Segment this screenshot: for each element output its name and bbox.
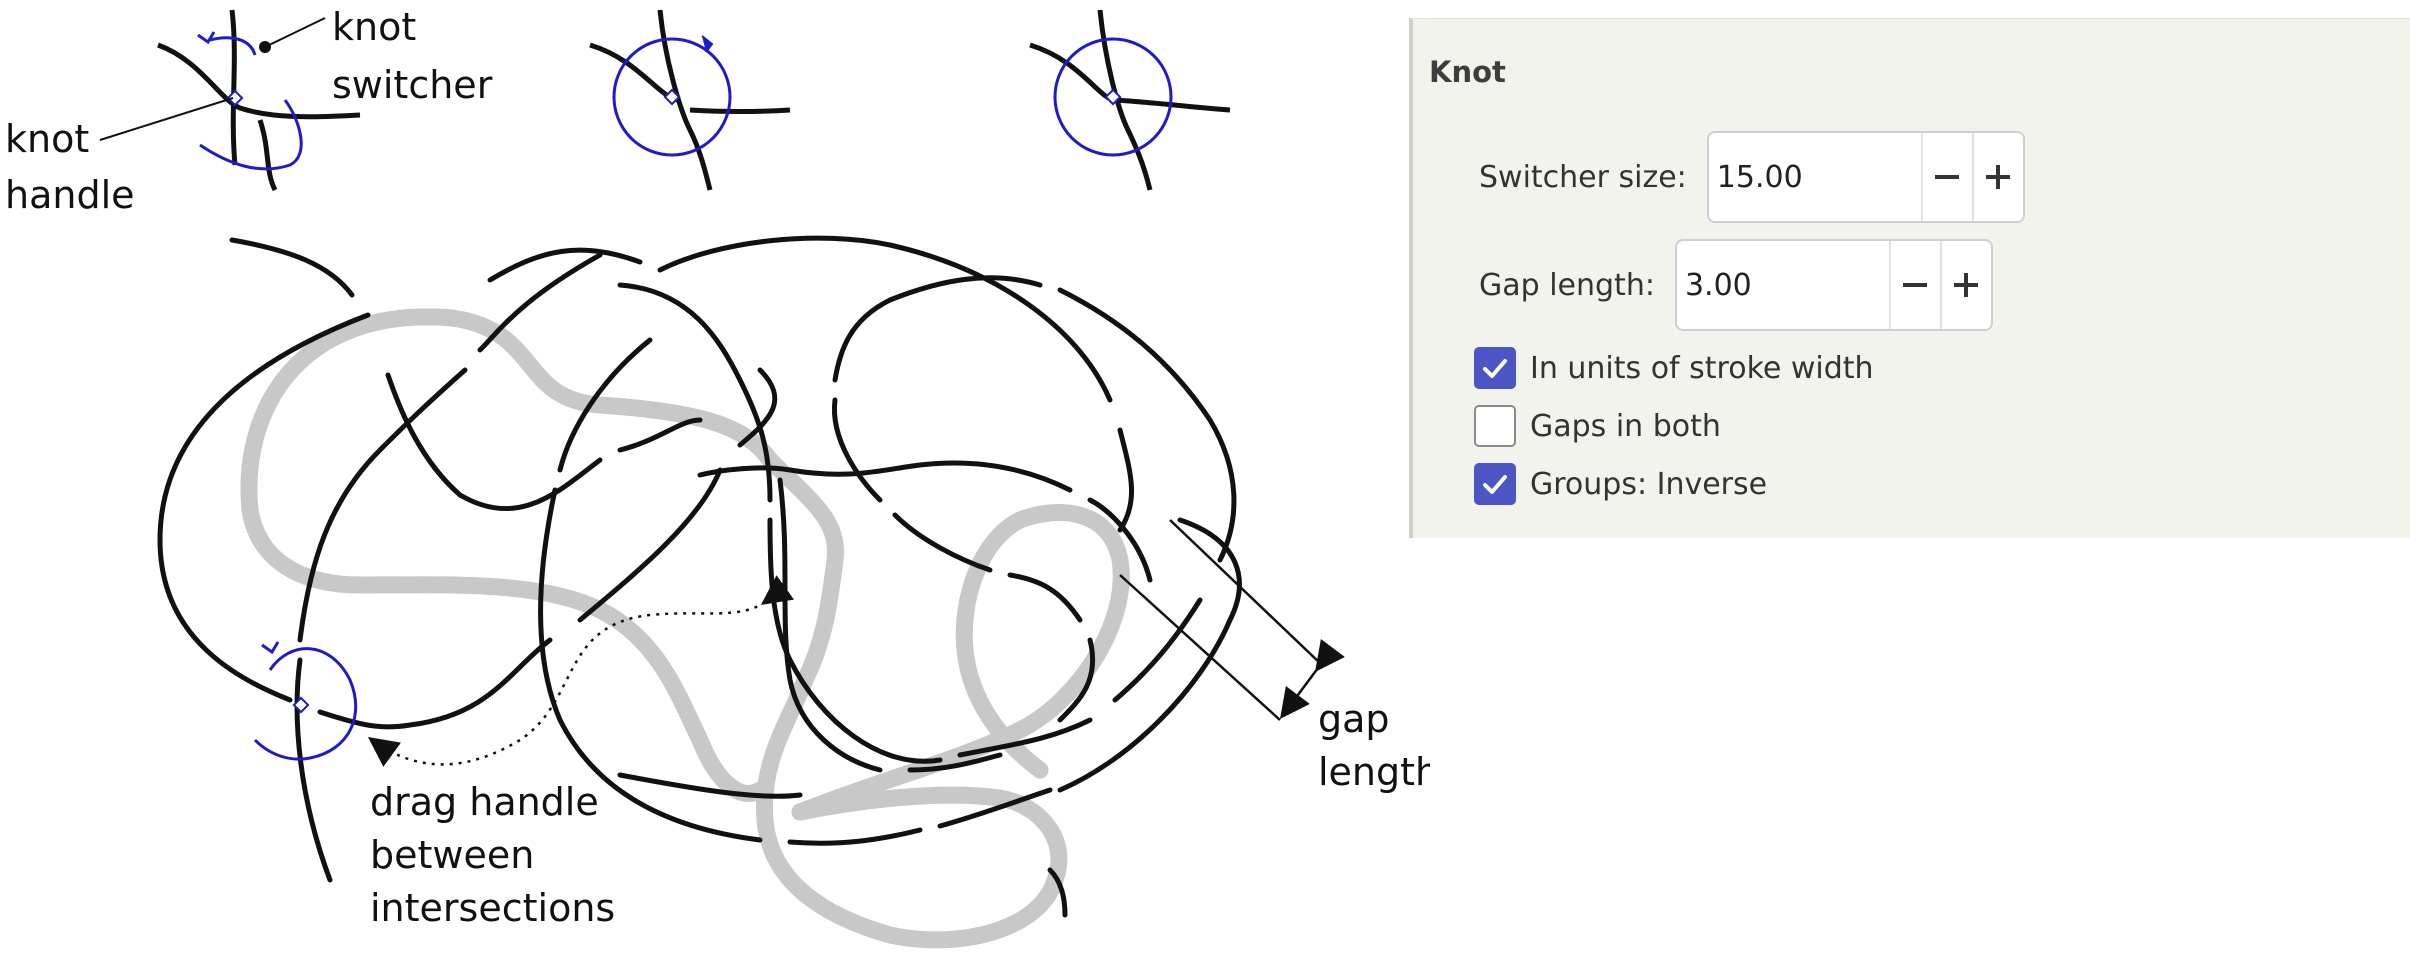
gaps-in-both-label: Gaps in both: [1530, 408, 1721, 444]
knot-illustration: knot switcher knot handle drag handle be…: [5, 5, 1430, 949]
switcher-size-input[interactable]: [1708, 133, 1921, 221]
label-drag-3: intersections: [370, 886, 615, 930]
label-gap-2: length: [1318, 750, 1430, 794]
checkmark-icon: [1483, 475, 1507, 494]
gaps-in-both-checkbox[interactable]: [1474, 405, 1516, 447]
option-gaps-in-both[interactable]: Gaps in both: [1474, 405, 1721, 447]
gap-length-spinbox: [1674, 239, 1993, 331]
minus-icon: [1903, 283, 1928, 287]
clipped-option-row: [1483, 524, 1783, 538]
plus-icon: [1986, 165, 2011, 189]
switcher-size-decrement-button[interactable]: [1920, 133, 1972, 221]
switcher-example-3: [1029, 9, 1231, 191]
knot-handle-switcher: [253, 641, 358, 761]
in-units-checkbox[interactable]: [1474, 347, 1516, 389]
gap-length-label: Gap length:: [1479, 267, 1655, 303]
label-gap-1: gap: [1318, 697, 1390, 741]
label-knot-handle-2: handle: [5, 173, 135, 217]
switcher-example-1: [99, 9, 361, 192]
label-drag-1: drag handle: [370, 780, 599, 824]
gap-length-row: Gap length:: [1479, 239, 1993, 331]
gap-length-decrement-button[interactable]: [1888, 241, 1940, 329]
switcher-size-label: Switcher size:: [1479, 159, 1687, 195]
label-knot-handle-1: knot: [5, 117, 89, 161]
minus-icon: [1935, 175, 1960, 179]
gap-length-increment-button[interactable]: [1939, 241, 1991, 329]
label-knot-switcher-1: knot: [332, 5, 416, 49]
panel-title: Knot: [1429, 55, 1506, 89]
groups-inverse-label: Groups: Inverse: [1530, 466, 1768, 502]
drag-path-arrow: [367, 575, 795, 767]
option-in-units-of-stroke-width[interactable]: In units of stroke width: [1474, 347, 1874, 389]
groups-inverse-checkbox[interactable]: [1474, 463, 1516, 505]
gap-length-indicator: [1119, 519, 1345, 721]
plus-icon: [1954, 273, 1979, 297]
switcher-size-increment-button[interactable]: [1971, 133, 2023, 221]
checkmark-icon: [1483, 359, 1507, 378]
switcher-size-row: Switcher size:: [1479, 131, 2025, 223]
label-drag-2: between: [370, 833, 534, 877]
switcher-size-spinbox: [1706, 131, 2025, 223]
switcher-example-2: [589, 9, 791, 191]
option-groups-inverse[interactable]: Groups: Inverse: [1474, 463, 1767, 505]
label-knot-switcher-2: switcher: [332, 63, 493, 107]
gap-length-input[interactable]: [1676, 241, 1889, 329]
in-units-label: In units of stroke width: [1530, 350, 1874, 386]
knot-settings-panel: Knot Switcher size: Gap length:: [1409, 18, 2410, 538]
